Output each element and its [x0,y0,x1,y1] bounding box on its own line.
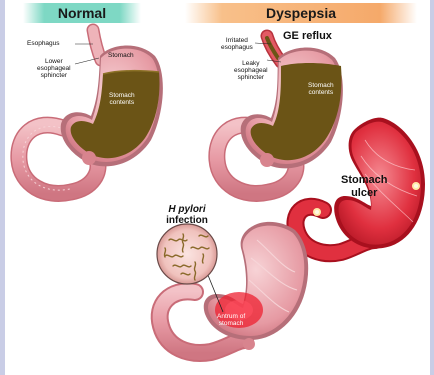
illustration-canvas: Normal Dyspepsia Esophagus Stomach Lower… [5,0,430,375]
normal-stomach [19,30,163,193]
header-dyspepsia: Dyspepsia [185,3,417,23]
label-stomach-contents-reflux: Stomach contents [308,82,334,96]
header-dyspepsia-text: Dyspepsia [266,5,336,21]
title-stomach-ulcer: Stomach ulcer [341,174,387,200]
header-normal: Normal [23,3,141,23]
pylori-stomach [157,222,308,353]
label-stomach: Stomach [108,52,134,59]
title-ge-reflux: GE reflux [283,30,332,43]
label-lower-esophageal-sphincter: Lower esophageal sphincter [37,58,71,79]
label-stomach-contents-normal: Stomach contents [109,92,135,106]
label-irritated-esophagus: Irritated esophagus [221,37,253,51]
header-normal-text: Normal [58,5,106,21]
label-antrum-of-stomach: Antrum of stomach [217,313,245,327]
label-leaky-esophageal-sphincter: Leaky esophageal sphincter [234,60,268,81]
title-h-pylori-infection: H pylori infection [155,204,219,226]
label-esophagus: Esophagus [27,40,60,47]
